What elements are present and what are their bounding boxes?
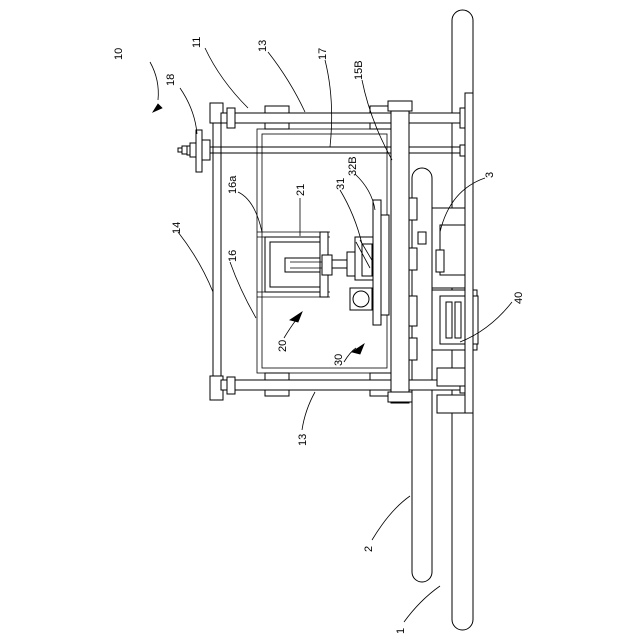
label-17: 17 — [317, 48, 329, 60]
label-2: 2 — [363, 546, 375, 552]
mechanism-30 — [350, 200, 389, 325]
center-plate-15B — [388, 101, 412, 403]
label-3: 3 — [484, 172, 496, 178]
label-16: 16 — [227, 250, 239, 262]
label-31: 31 — [335, 178, 347, 190]
label-13-bottom: 13 — [297, 434, 309, 446]
label-20: 20 — [277, 340, 289, 352]
label-40: 40 — [513, 292, 525, 304]
label-30: 30 — [333, 354, 345, 366]
label-11: 11 — [191, 37, 203, 48]
label-14: 14 — [171, 222, 183, 234]
label-15B: 15B — [353, 60, 365, 80]
left-plate — [210, 103, 223, 400]
handle-18 — [178, 130, 210, 172]
belt-2 — [412, 168, 432, 582]
label-1: 1 — [395, 628, 407, 634]
label-10: 10 — [113, 48, 125, 60]
mechanism-20 — [265, 232, 359, 297]
label-16a: 16a — [227, 175, 239, 194]
label-32B: 32B — [347, 156, 359, 176]
label-18: 18 — [165, 74, 177, 86]
label-13-top: 13 — [257, 40, 269, 52]
label-21: 21 — [295, 184, 307, 196]
